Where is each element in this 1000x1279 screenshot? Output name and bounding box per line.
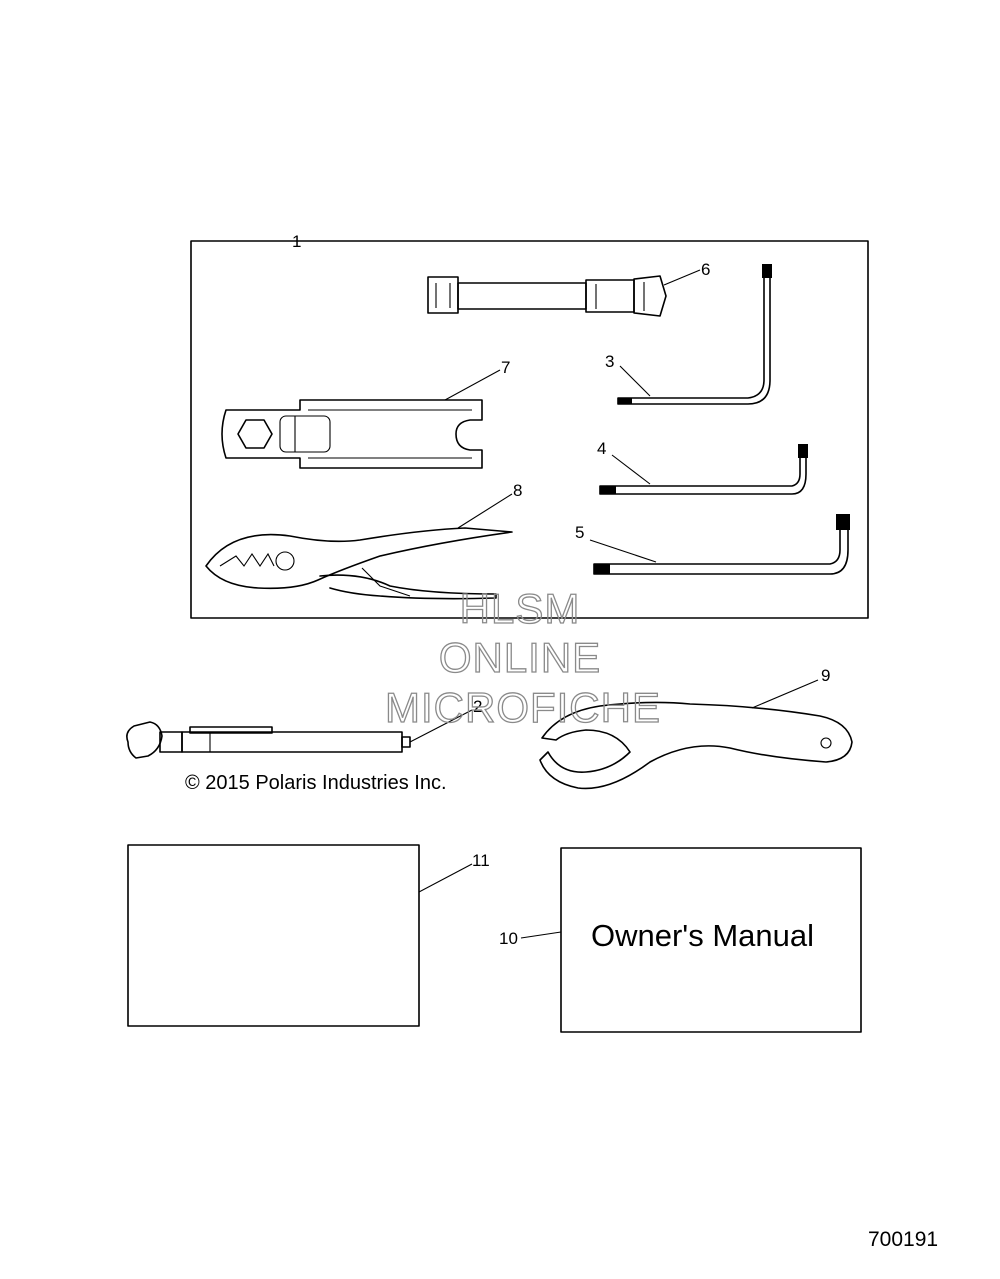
owners-manual-label: Owner's Manual — [591, 918, 814, 953]
screwdriver — [126, 721, 411, 759]
spanner-wrench — [539, 701, 853, 790]
figure-number: 700191 — [868, 1228, 938, 1251]
callout-10: 10 — [499, 929, 518, 948]
booklet-11 — [127, 844, 420, 1027]
callout-6: 6 — [701, 260, 710, 279]
tool-kit-box — [190, 240, 869, 619]
callout-7: 7 — [501, 358, 510, 377]
hex-key-medium — [599, 444, 808, 495]
callout-4: 4 — [597, 439, 606, 458]
pliers — [205, 527, 513, 600]
callout-9: 9 — [821, 666, 830, 685]
callout-8: 8 — [513, 481, 522, 500]
watermark-line-3: MICROFICHE — [385, 684, 661, 731]
watermark: HLSM ONLINE MICROFICHE — [384, 584, 661, 731]
copyright-notice: © 2015 Polaris Industries Inc. — [185, 772, 447, 794]
hex-key-large — [593, 514, 850, 575]
watermark-line-2: ONLINE — [439, 634, 601, 681]
callout-5: 5 — [575, 523, 584, 542]
callout-2: 2 — [473, 697, 482, 716]
callout-1: 1 — [292, 232, 301, 251]
spark-plug-wrench — [221, 399, 483, 469]
callout-11: 11 — [472, 851, 490, 870]
callout-3: 3 — [605, 352, 614, 371]
socket-extension — [427, 275, 667, 317]
hex-key-small — [617, 264, 772, 405]
watermark-line-1: HLSM — [460, 585, 581, 632]
owners-manual — [560, 847, 862, 1033]
